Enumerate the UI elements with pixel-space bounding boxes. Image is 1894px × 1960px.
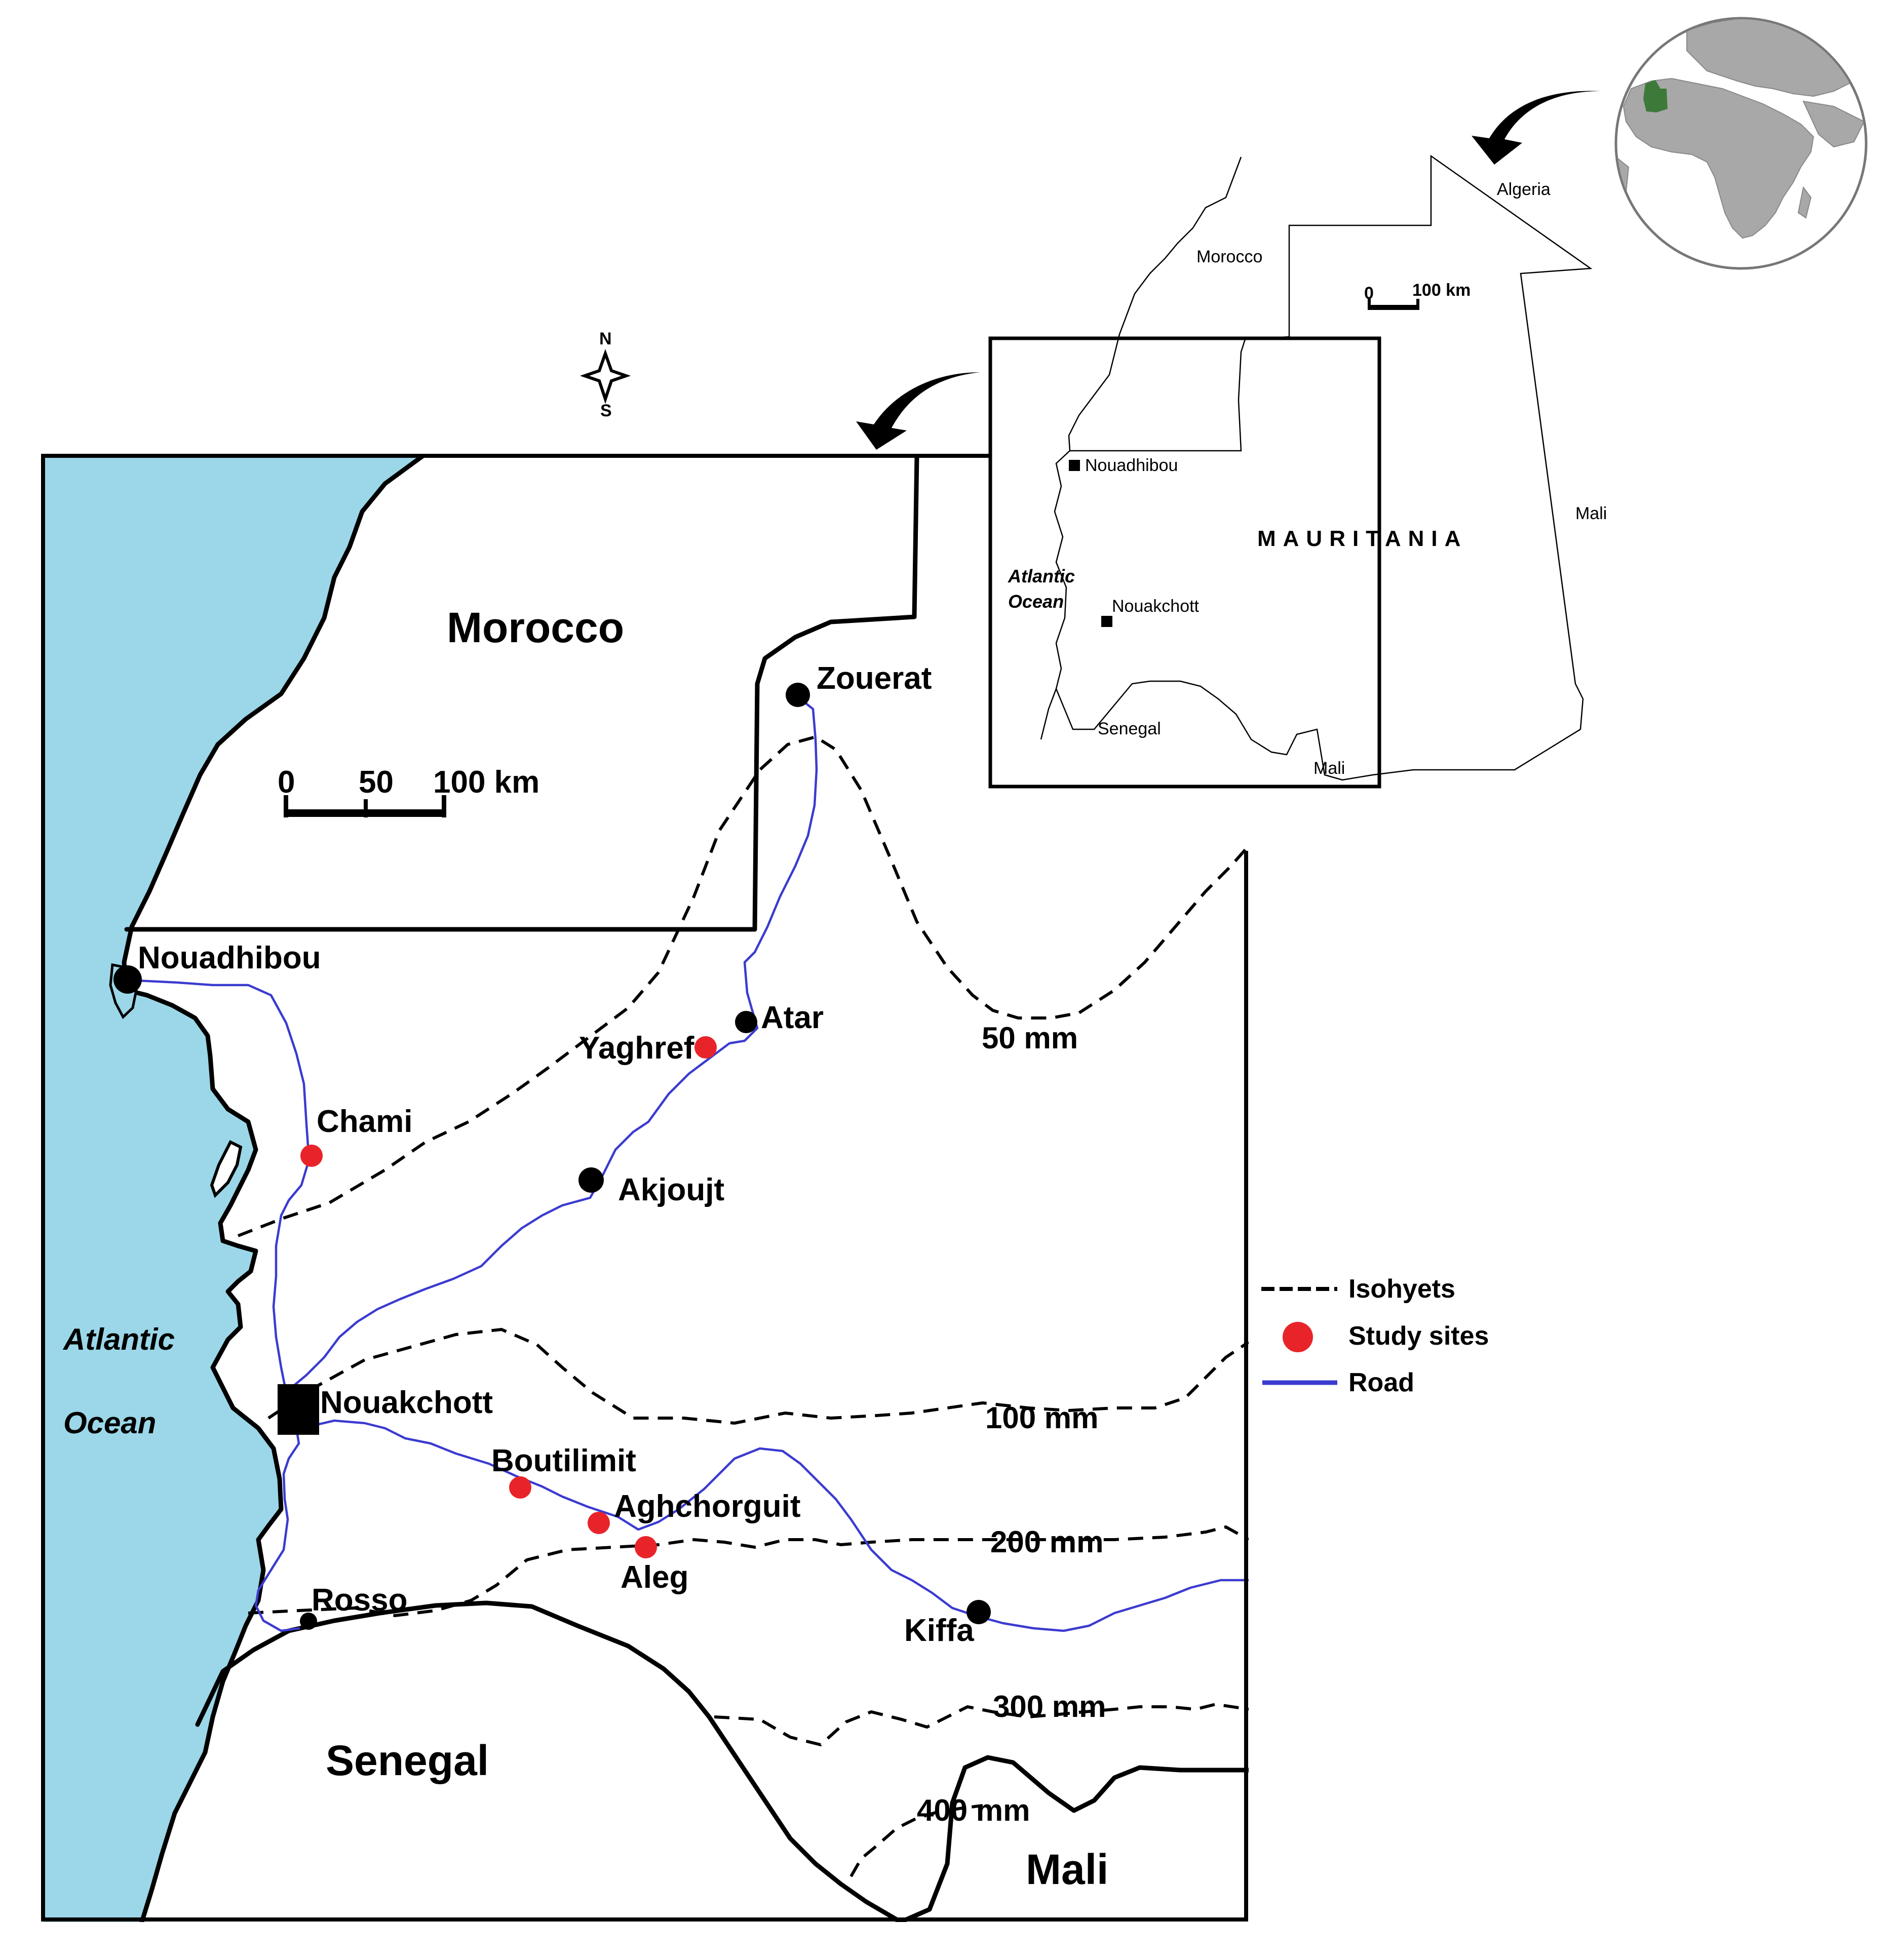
study-site-yaghref [694,1036,717,1059]
study-site-aghchorguit [588,1512,610,1534]
inset-label-ocean-line2: Ocean [1008,591,1064,612]
coastline [122,456,426,1922]
globe-mauritania [1643,80,1668,112]
city-marker-rosso [300,1613,317,1630]
compass-north: N [599,329,612,348]
study-site-chami [300,1145,323,1167]
curved-arrow-icon [1472,91,1601,165]
legend-study-sites-label: Study sites [1348,1321,1489,1351]
label-atar: Atar [761,1000,824,1035]
inset-scale-bar: 0 100 km [1364,281,1471,310]
inset-mauritania-outline [1054,154,1593,781]
inset-label-algeria: Algeria [1497,180,1551,199]
label-isohyet-200mm: 200 mm [990,1525,1103,1559]
compass-south: S [600,401,612,420]
city-marker-nouakchott [278,1384,319,1435]
label-zouerat: Zouerat [817,661,932,696]
compass-rose-icon: N S [579,329,631,420]
isohyet-100mm [267,1327,1249,1425]
road-coastal [126,978,311,1632]
city-marker-zouerat [786,683,810,707]
inset-label-mali-south: Mali [1313,759,1345,778]
inset-label-nouadhibou: Nouadhibou [1085,456,1178,475]
inset-scale-label-0: 0 [1364,284,1374,303]
globe-icon [1614,17,1868,270]
inset-marker-nouadhibou [1069,460,1080,471]
label-aleg: Aleg [621,1560,688,1595]
scale-label-50: 50 [359,765,394,800]
city-marker-nouadhibou [113,965,142,994]
main-map-frame [41,454,1248,1922]
isohyet-200mm [248,1525,1249,1618]
scale-label-0: 0 [278,765,295,800]
label-yaghref: Yaghref [579,1031,694,1066]
inset-label-morocco: Morocco [1196,247,1262,266]
senegal-border [195,1600,902,1922]
inset-label-senegal: Senegal [1098,719,1161,738]
inset-coast [1040,688,1057,740]
label-chami: Chami [317,1104,412,1139]
label-ocean-line2: Ocean [63,1406,156,1440]
label-boutilimit: Boutilimit [491,1443,636,1478]
label-nouadhibou: Nouadhibou [138,940,321,975]
atlantic-ocean-area [43,456,423,1922]
city-marker-atar [735,1011,757,1033]
label-rosso: Rosso [312,1583,407,1618]
isohyet-300mm [714,1702,1249,1747]
inset-morocco-border [1068,156,1242,451]
isohyet-400mm [849,1804,983,1877]
inset-frame [988,336,1381,789]
scale-label-100km: 100 km [433,765,539,800]
label-isohyet-400mm: 400 mm [917,1793,1030,1827]
label-nouakchott: Nouakchott [320,1385,493,1420]
study-site-aleg [635,1536,657,1558]
label-isohyet-100mm: 100 mm [985,1401,1098,1435]
inset-label-ocean-line1: Atlantic [1008,566,1075,586]
label-isohyet-300mm: 300 mm [993,1690,1106,1723]
legend: Isohyets Study sites Road [1261,1274,1489,1397]
inset-marker-nouakchott [1101,616,1112,627]
label-mali: Mali [1026,1846,1108,1893]
isohyet-50mm [237,735,1249,1237]
label-kiffa: Kiffa [904,1613,974,1648]
main-map: Morocco Senegal Mali Atlantic Ocean Zoue… [41,329,1249,1922]
legend-study-sites-swatch [1283,1322,1313,1352]
label-morocco: Morocco [447,604,624,651]
inset-label-nouakchott: Nouakchott [1112,597,1200,616]
morocco-border [124,456,919,932]
legend-isohyets-label: Isohyets [1348,1274,1455,1304]
curved-arrow-icon [856,372,980,450]
inset-label-mali-east: Mali [1575,504,1607,523]
inset-scale-label-100km: 100 km [1412,281,1471,300]
study-site-boutilimit [509,1476,531,1499]
inset-map: Algeria Morocco Mali MAURITANIA Nouadhib… [988,91,1607,789]
label-ocean-line1: Atlantic [62,1322,175,1356]
island [210,1140,243,1198]
label-isohyet-50mm: 50 mm [982,1021,1078,1055]
label-aghchorguit: Aghchorguit [614,1489,801,1524]
main-scale-bar: 0 50 100 km [278,765,539,817]
road-nouakchott-zouerat [290,698,818,1389]
city-marker-akjoujt [578,1167,604,1193]
city-marker-kiffa [967,1600,991,1624]
road-nouakchott-kiffa [301,1419,1249,1632]
inset-label-mauritania: MAURITANIA [1257,526,1467,551]
label-senegal: Senegal [326,1737,489,1784]
mali-border [895,1755,1249,1922]
legend-road-label: Road [1348,1368,1414,1397]
label-akjoujt: Akjoujt [618,1172,724,1207]
